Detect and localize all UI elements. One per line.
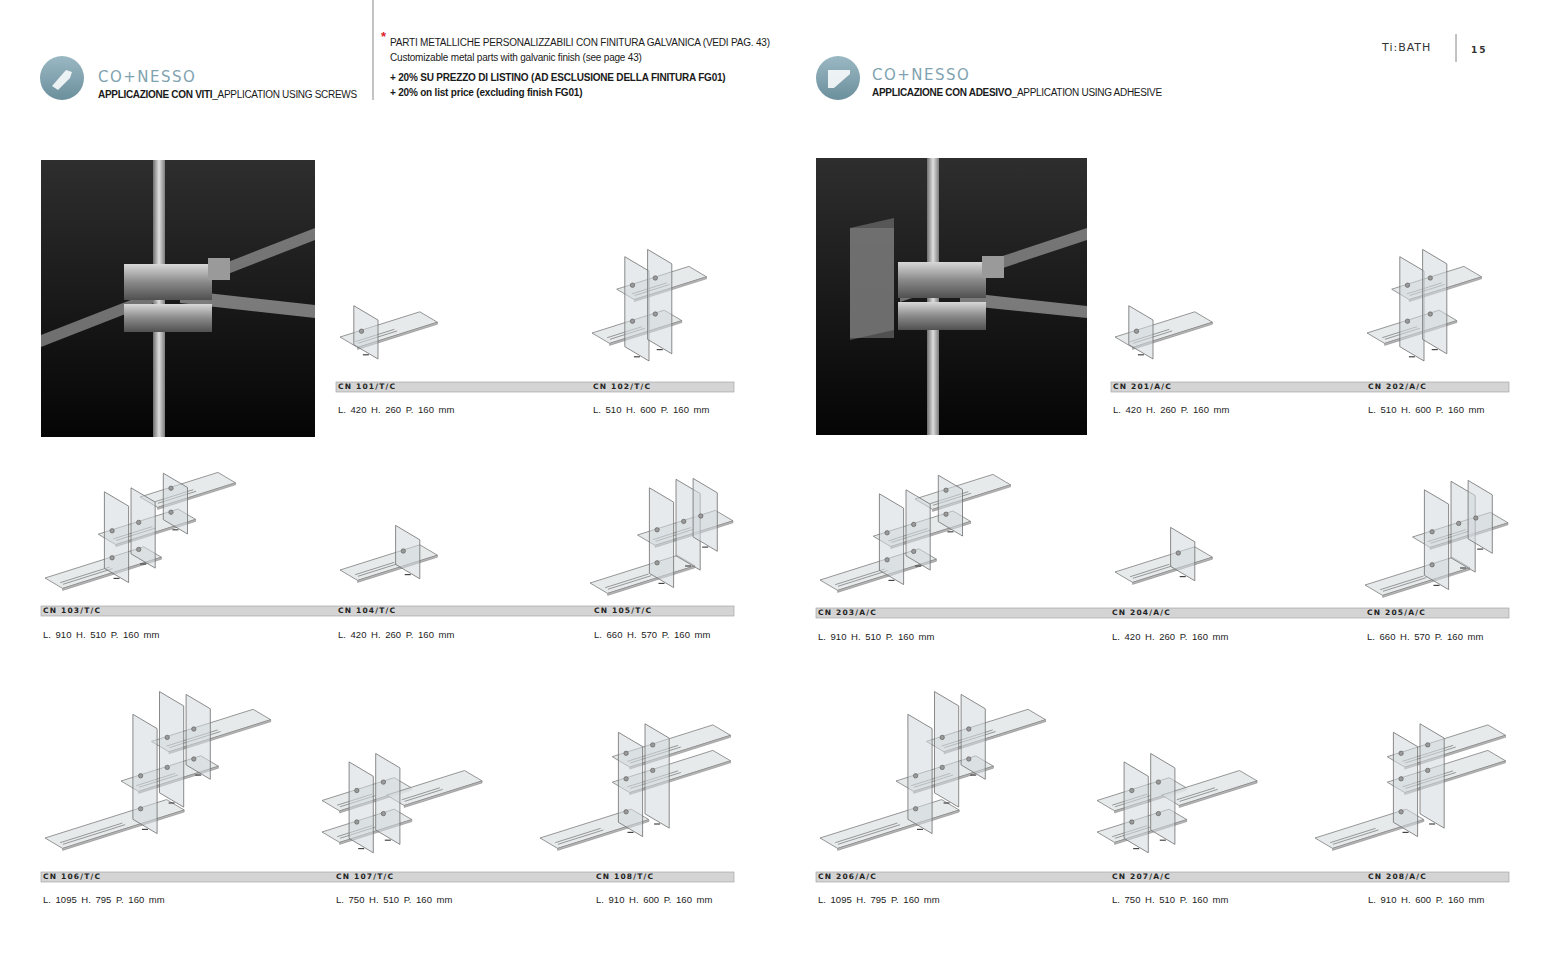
dimensions: L. 1095 H. 795 P. 160 mm bbox=[818, 895, 940, 906]
product-photo bbox=[41, 160, 315, 437]
dimensions: L. 1095 H. 795 P. 160 mm bbox=[43, 895, 165, 906]
product-code: CN 105/T/C bbox=[594, 606, 652, 616]
dimensions: L. 910 H. 510 P. 160 mm bbox=[43, 630, 159, 641]
product-code: CN 205/A/C bbox=[1367, 608, 1426, 618]
product-photo bbox=[816, 158, 1087, 435]
product-code: CN 203/A/C bbox=[818, 608, 877, 618]
product-code: CN 103/T/C bbox=[43, 606, 101, 616]
dimensions: L. 750 H. 510 P. 160 mm bbox=[1112, 895, 1228, 906]
dimensions: L. 660 H. 570 P. 160 mm bbox=[594, 630, 710, 641]
product-code: CN 202/A/C bbox=[1368, 382, 1427, 392]
product-code: CN 208/A/C bbox=[1368, 872, 1427, 882]
dimensions: L. 510 H. 600 P. 160 mm bbox=[1368, 405, 1484, 416]
product-code: CN 204/A/C bbox=[1112, 608, 1171, 618]
dimensions: L. 420 H. 260 P. 160 mm bbox=[1113, 405, 1229, 416]
dimensions: L. 420 H. 260 P. 160 mm bbox=[1112, 632, 1228, 643]
dimensions: L. 420 H. 260 P. 160 mm bbox=[338, 405, 454, 416]
dimensions: L. 910 H. 510 P. 160 mm bbox=[818, 632, 934, 643]
product-code: CN 101/T/C bbox=[338, 382, 396, 392]
divider bbox=[373, 0, 374, 100]
brand-logo: Ti:BATH bbox=[1382, 42, 1431, 55]
product-code: CN 107/T/C bbox=[336, 872, 394, 882]
product-code: CN 201/A/C bbox=[1113, 382, 1172, 392]
product-code: CN 102/T/C bbox=[593, 382, 651, 392]
product-code: CN 108/T/C bbox=[596, 872, 654, 882]
dimensions: L. 910 H. 600 P. 160 mm bbox=[1368, 895, 1484, 906]
note-text: + 20% SU PREZZO DI LISTINO (AD ESCLUSION… bbox=[390, 72, 726, 84]
brand-name: CO+NESSO bbox=[98, 70, 196, 85]
dimensions: L. 660 H. 570 P. 160 mm bbox=[1367, 632, 1483, 643]
code-bar bbox=[41, 382, 1509, 882]
page-number: 15 bbox=[1471, 45, 1488, 55]
brand-name: CO+NESSO bbox=[872, 68, 970, 83]
product-code: CN 207/A/C bbox=[1112, 872, 1171, 882]
dimensions: L. 420 H. 260 P. 160 mm bbox=[338, 630, 454, 641]
note-text: Customizable metal parts with galvanic f… bbox=[390, 52, 642, 64]
dimensions: L. 750 H. 510 P. 160 mm bbox=[336, 895, 452, 906]
product-code: CN 106/T/C bbox=[43, 872, 101, 882]
product-code: CN 104/T/C bbox=[338, 606, 396, 616]
note-text: PARTI METALLICHE PERSONALIZZABILI CON FI… bbox=[390, 37, 770, 49]
section-title: APPLICAZIONE CON VITI bbox=[98, 89, 212, 101]
section-subtitle: _APPLICATION USING ADHESIVE bbox=[1012, 87, 1162, 99]
dimensions: L. 910 H. 600 P. 160 mm bbox=[596, 895, 712, 906]
shelf-drawings bbox=[45, 249, 1508, 852]
note-text: + 20% on list price (excluding finish FG… bbox=[390, 87, 582, 99]
divider bbox=[1456, 34, 1457, 62]
asterisk: * bbox=[381, 30, 386, 45]
dimensions: L. 510 H. 600 P. 160 mm bbox=[593, 405, 709, 416]
section-title: APPLICAZIONE CON ADESIVO bbox=[872, 87, 1012, 99]
product-code: CN 206/A/C bbox=[818, 872, 877, 882]
section-subtitle: _APPLICATION USING SCREWS bbox=[212, 89, 357, 101]
